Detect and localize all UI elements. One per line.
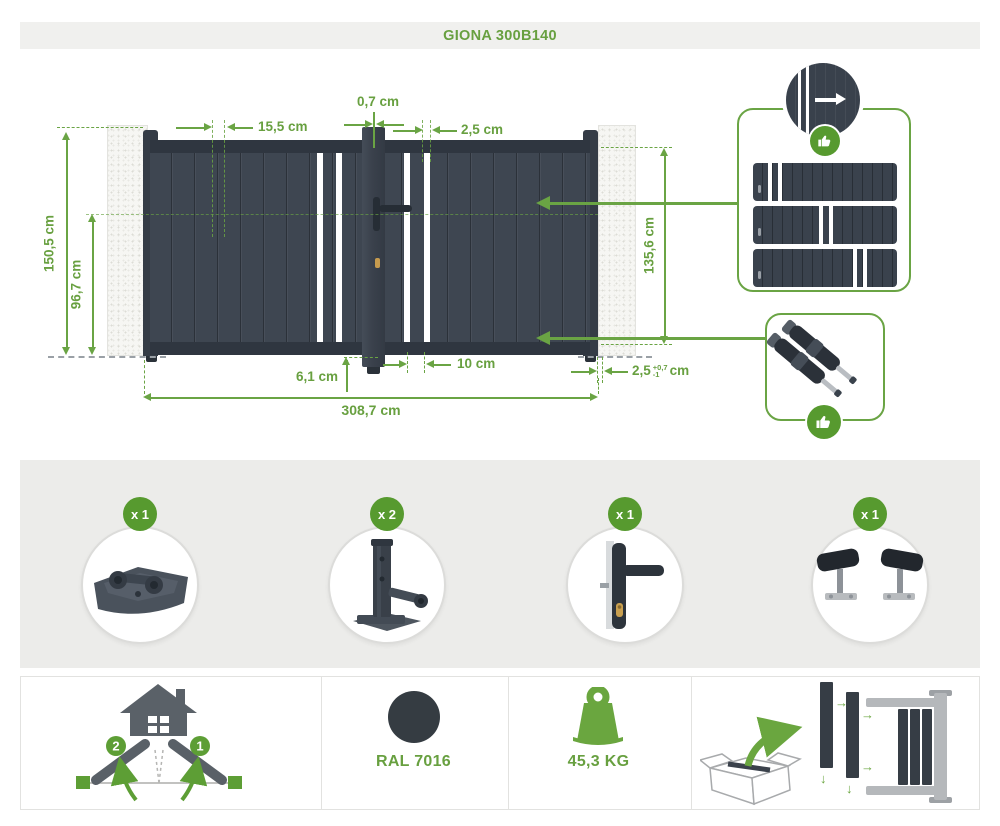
gate-slats-arrow-icon — [786, 63, 860, 137]
part-latch-plate — [81, 526, 199, 644]
assembly-arrow-icon: → — [835, 695, 848, 710]
part-qty-badge: x 1 — [123, 497, 157, 531]
assembly-arrow-icon: ↓ — [846, 781, 853, 796]
side-gap-tol-minus: -1 — [652, 370, 660, 380]
qty-label: x 2 — [377, 506, 397, 522]
house-icon — [120, 684, 197, 736]
thumbs-up-icon — [810, 126, 840, 156]
leaf-number-right: 1 — [196, 739, 203, 754]
ral-color-swatch — [388, 691, 440, 743]
gate-gap-2 — [336, 153, 342, 342]
qty-label: x 1 — [615, 506, 635, 522]
loose-slat-2 — [846, 692, 859, 778]
leaf-number-left: 2 — [112, 739, 119, 754]
side-gap-tol-plus: +0,7 — [652, 362, 668, 372]
ral-color-label: RAL 7016 — [375, 753, 452, 770]
assembly-arrow-icon: → — [861, 707, 874, 722]
divider — [508, 677, 509, 809]
frame-slat — [922, 709, 932, 785]
gap-variant-2 — [753, 206, 897, 244]
assembly-arrow-icon: → — [861, 759, 874, 774]
gate-right-foot — [585, 356, 596, 362]
qty-label: x 1 — [860, 506, 880, 522]
loose-slat-1 — [820, 682, 833, 768]
handle-lock-image — [600, 541, 664, 629]
gate-gap-4 — [424, 153, 430, 342]
gate-gap-1 — [317, 153, 323, 342]
gate-motors-image — [767, 319, 857, 398]
frame-post — [934, 693, 947, 800]
part-qty-badge: x 2 — [370, 497, 404, 531]
thumbs-up-icon — [807, 405, 841, 439]
handle-lever — [379, 205, 412, 212]
frame-slat — [898, 709, 908, 785]
box-unpack-icon — [700, 716, 803, 806]
assembly-arrow-icon: ↓ — [820, 771, 827, 786]
frame-slat — [910, 709, 920, 785]
side-gap-value: 2,5 — [632, 363, 651, 378]
lock-cylinder — [375, 258, 380, 268]
divider — [321, 677, 322, 809]
frame-cap — [929, 797, 952, 803]
divider — [691, 677, 692, 809]
gate-stop-pair-image — [816, 548, 924, 600]
right-pillar — [598, 125, 636, 356]
gate-center-stile — [362, 127, 385, 367]
weight-icon — [573, 687, 623, 745]
part-hinge-bracket — [328, 526, 446, 644]
leaf-opening-diagram: 2 1 — [76, 736, 242, 802]
hinge-bracket-image — [353, 539, 428, 631]
part-handle-lock — [566, 526, 684, 644]
gap-variant-3 — [753, 249, 897, 287]
frame-bottom-rail — [866, 786, 940, 795]
gate-left-foot — [146, 356, 157, 362]
part-qty-badge: x 1 — [853, 497, 887, 531]
page-title: GIONA 300B140 — [443, 27, 557, 44]
part-gate-stops — [811, 526, 929, 644]
gap-variant-1 — [753, 163, 897, 201]
part-qty-badge: x 1 — [608, 497, 642, 531]
left-pillar — [107, 125, 148, 356]
latch-plate-image — [94, 567, 188, 614]
frame-top-rail — [866, 698, 940, 707]
weight-label: 45,3 KG — [567, 753, 630, 770]
ground-line-left — [48, 356, 166, 358]
motors-box — [765, 313, 885, 421]
ground-line-right — [578, 356, 652, 358]
gate-gap-3 — [404, 153, 410, 342]
stile-foot — [367, 367, 380, 374]
title-bar: GIONA 300B140 — [20, 22, 980, 49]
qty-label: x 1 — [130, 506, 150, 522]
side-gap-unit: cm — [669, 363, 690, 378]
